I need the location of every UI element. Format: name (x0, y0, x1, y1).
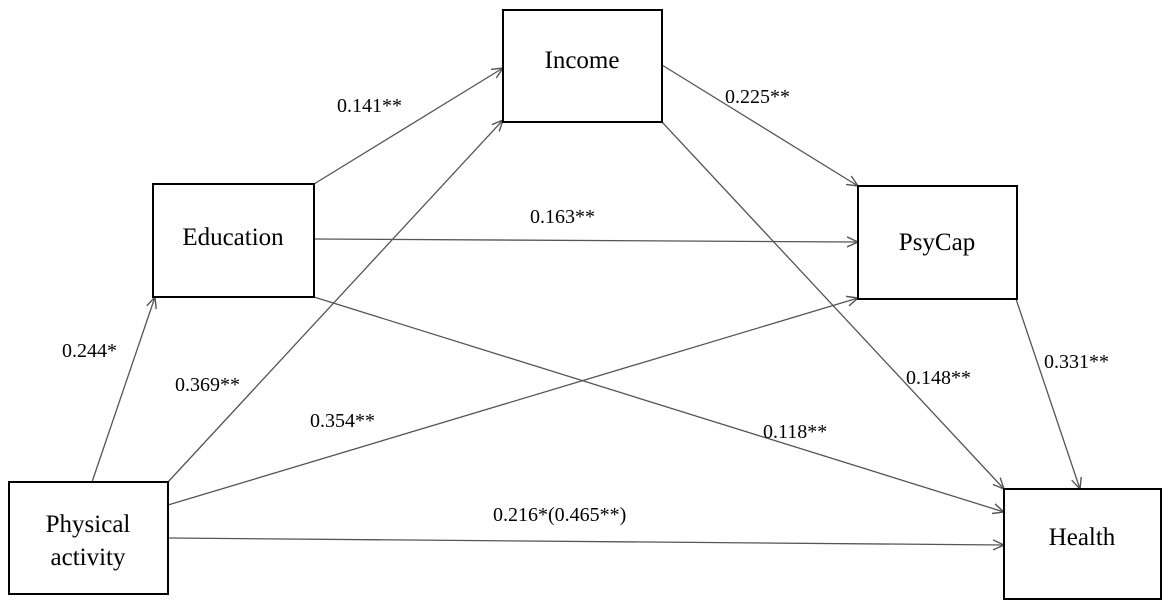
edge-physical-psycap (167, 298, 858, 506)
edge-physical-education (91, 297, 155, 483)
node-health-label: Health (1049, 524, 1116, 551)
coef-physical-health: 0.216*(0.465**) (493, 504, 626, 526)
node-health: Health (1003, 488, 1162, 600)
node-income-label: Income (545, 47, 620, 74)
node-physical-label-line2: activity (51, 544, 126, 571)
coef-education-income: 0.141** (337, 95, 402, 117)
node-education: Education (152, 183, 315, 298)
node-income: Income (502, 9, 663, 123)
edge-income-health (661, 121, 1004, 489)
coef-income-psycap: 0.225** (725, 86, 790, 108)
node-psycap: PsyCap (857, 185, 1018, 300)
node-psycap-label: PsyCap (899, 229, 975, 256)
edge-physical-income (167, 120, 503, 483)
coef-psycap-health: 0.331** (1044, 351, 1109, 373)
coef-physical-education: 0.244* (62, 340, 117, 362)
coef-education-health: 0.118** (763, 421, 827, 443)
edge-psycap-health (1015, 298, 1080, 489)
coef-physical-psycap: 0.354** (310, 410, 375, 432)
coef-physical-income: 0.369** (175, 374, 240, 396)
edge-education-health (313, 296, 1004, 512)
coef-education-psycap: 0.163** (530, 206, 595, 228)
edge-income-psycap (661, 64, 858, 186)
edge-physical-health (167, 537, 1004, 545)
node-physical-label-line1: Physical (46, 511, 131, 538)
edge-education-psycap (313, 239, 858, 242)
node-physical-activity: Physical activity (8, 481, 169, 595)
node-education-label: Education (182, 224, 284, 251)
edge-education-income (313, 68, 503, 185)
coef-income-health: 0.148** (906, 367, 971, 389)
